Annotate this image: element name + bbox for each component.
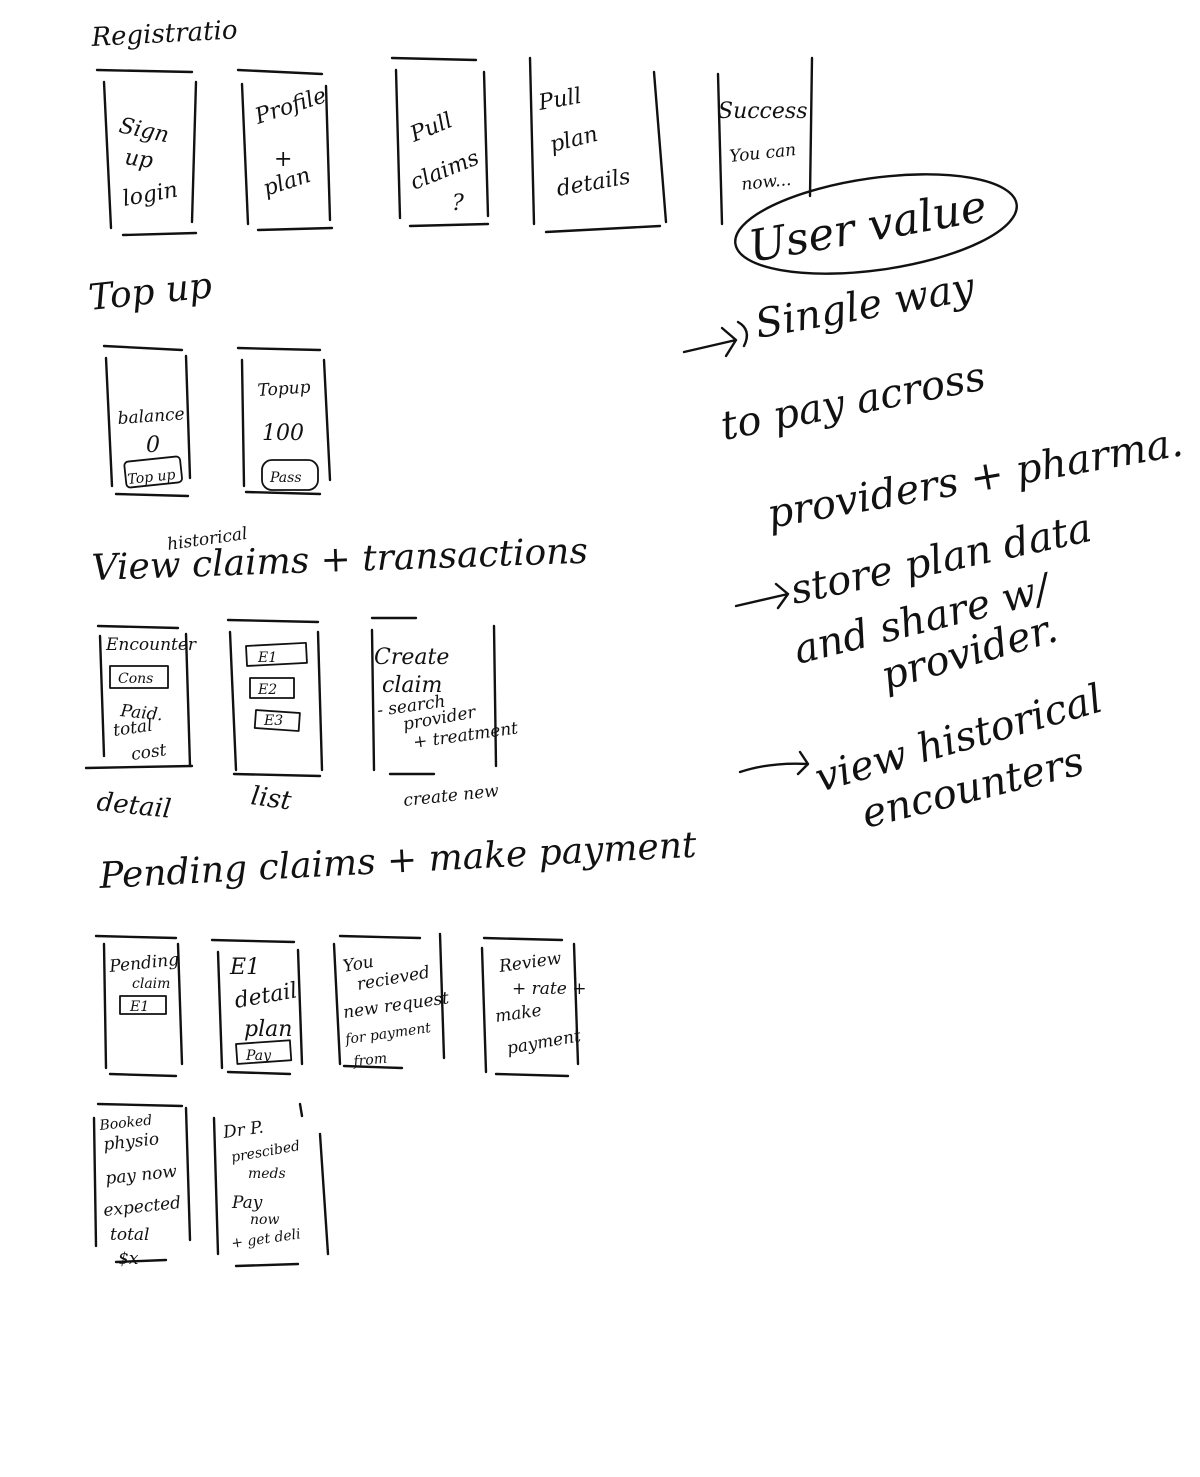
- screen-text: Profile: [251, 83, 329, 130]
- pending-screen-meds: Dr P. prescibed meds Pay now + get deli: [212, 1102, 330, 1268]
- screen-text: make: [494, 1001, 543, 1027]
- screen-text: + rate +: [512, 979, 586, 999]
- registration-screen-profile: Profile + plan: [236, 68, 334, 232]
- pending-heading: Pending claims + make payment: [97, 825, 698, 897]
- screen-text: You can: [728, 140, 797, 167]
- history-screen-list: E1 E2 E3 list: [226, 618, 324, 817]
- screen-text: cost: [130, 740, 168, 765]
- topup-button: Top up: [127, 467, 177, 488]
- screen-text: E1: [229, 955, 260, 980]
- user-value-title: User value: [745, 181, 990, 273]
- screen-text: balance: [117, 404, 185, 429]
- screen-text: Pending: [107, 950, 180, 977]
- cons-button: Cons: [118, 671, 153, 687]
- screen-text: meds: [248, 1166, 286, 1182]
- screen-text: Sign: [117, 113, 171, 148]
- list-item: E3: [263, 713, 283, 729]
- list-item: E1: [257, 650, 277, 666]
- user-value-point-3: view historical encounters: [738, 676, 1108, 838]
- screen-text: plan: [244, 1017, 292, 1042]
- screen-text: Booked: [98, 1113, 153, 1135]
- registration-screen-pull-claims: Pull claims ?: [390, 56, 490, 228]
- screen-text: up: [123, 145, 154, 174]
- user-value-point-1: Single way to pay across providers + pha…: [682, 264, 1186, 538]
- caption: list: [249, 781, 294, 816]
- topup-screen-amount: Topup 100 Pass: [236, 346, 332, 496]
- history-screen-detail: Encounter Cons Paid. total cost detail: [84, 624, 197, 825]
- screen-text: expected: [102, 1193, 182, 1221]
- registration-screen-signup: Sign up login: [95, 68, 198, 237]
- screen-text: physio: [102, 1129, 160, 1155]
- screen-text: ?: [452, 191, 464, 216]
- screen-text: payment: [505, 1026, 582, 1059]
- screen-text: Create: [374, 645, 449, 670]
- pending-screen-physio: Booked physio pay now expected total $x: [92, 1102, 192, 1269]
- screen-text: 0: [146, 433, 160, 458]
- list-item: E2: [257, 682, 277, 698]
- screen-text: + get deli: [230, 1226, 301, 1252]
- registration-screen-success: Success You can now...: [716, 56, 814, 226]
- screen-text: total: [112, 716, 154, 741]
- screen-text: Pull: [406, 108, 456, 148]
- screen-text: now...: [740, 170, 792, 195]
- screen-text: 100: [262, 421, 304, 446]
- screen-text: login: [121, 178, 180, 212]
- screen-text: Encounter: [105, 635, 197, 655]
- pass-button: Pass: [269, 470, 302, 486]
- value-line: Single way: [752, 264, 979, 348]
- history-screen-create: Create claim - search provider + treatme…: [370, 616, 519, 811]
- screen-text: Dr P.: [221, 1118, 265, 1144]
- screen-text: claims: [407, 146, 483, 196]
- screen-text: Paid.: [118, 701, 163, 725]
- pay-button: Pay: [245, 1048, 272, 1064]
- claim-item: E1: [129, 999, 149, 1015]
- caption: create new: [402, 781, 500, 811]
- screen-text: +: [274, 147, 292, 172]
- screen-text: details: [555, 164, 633, 202]
- screen-text: Topup: [257, 377, 311, 401]
- registration-heading: Registratio: [90, 15, 238, 53]
- value-line: to pay across: [717, 353, 989, 449]
- screen-text: Pull: [536, 84, 584, 116]
- topup-heading: Top up: [87, 265, 214, 319]
- pending-screen-request: You recieved new request for payment fro…: [332, 932, 450, 1071]
- user-value-point-2: store plan data and share w/ provider.: [734, 505, 1096, 700]
- pending-screen-detail: E1 detail plan Pay: [210, 938, 304, 1076]
- pending-screen-list: Pending claim E1: [94, 934, 184, 1078]
- screen-text: Success: [718, 99, 807, 124]
- screen-text: from: [352, 1051, 388, 1071]
- screen-text: now: [250, 1212, 279, 1228]
- screen-text: detail: [233, 978, 300, 1014]
- screen-text: total: [110, 1225, 149, 1245]
- topup-screen-balance: balance 0 Top up: [102, 344, 192, 498]
- pending-screen-review: Review + rate + make payment: [480, 936, 586, 1078]
- screen-text: claim: [132, 976, 170, 992]
- screen-text: for payment: [343, 1020, 432, 1048]
- screen-text: Pay: [231, 1193, 263, 1213]
- screen-text: Review: [497, 948, 563, 977]
- screen-text: pay now: [104, 1162, 178, 1189]
- screen-text: plan: [260, 163, 314, 202]
- screen-text: plan: [547, 122, 600, 158]
- caption: detail: [95, 787, 172, 825]
- registration-screen-plan-details: Pull plan details: [528, 56, 668, 234]
- value-line: providers + pharma.: [764, 419, 1186, 537]
- screen-text: $x: [118, 1249, 139, 1269]
- screen-text: prescibed: [230, 1138, 301, 1166]
- screen-text: claim: [382, 673, 442, 698]
